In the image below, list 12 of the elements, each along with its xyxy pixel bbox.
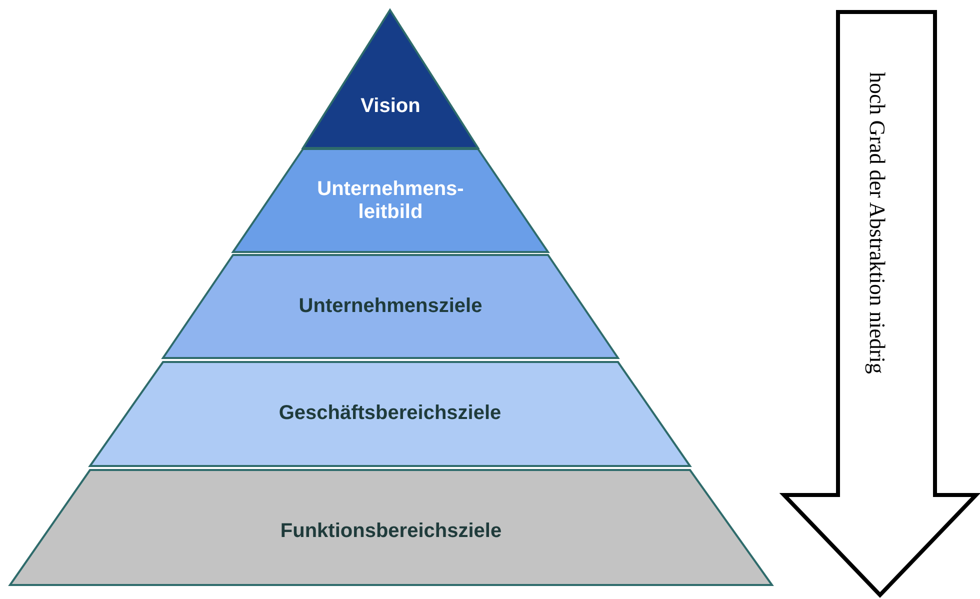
- level-label: Unternehmens-leitbild: [316, 178, 465, 224]
- level-label: Geschäftsbereichsziele: [278, 402, 502, 425]
- pyramid-apex: [303, 10, 478, 148]
- level-label: Funktionsbereichsziele: [279, 520, 503, 543]
- pyramid-level: [163, 255, 618, 358]
- level-label: Unternehmensziele: [298, 295, 484, 318]
- pyramid-level: [233, 149, 548, 252]
- pyramid-level: [90, 362, 690, 466]
- arrow-label: hoch Grad der Abstraktion niedrig: [864, 72, 890, 374]
- level-label: Vision: [360, 95, 422, 118]
- pyramid-level: [10, 470, 772, 585]
- down-arrow: [782, 10, 978, 597]
